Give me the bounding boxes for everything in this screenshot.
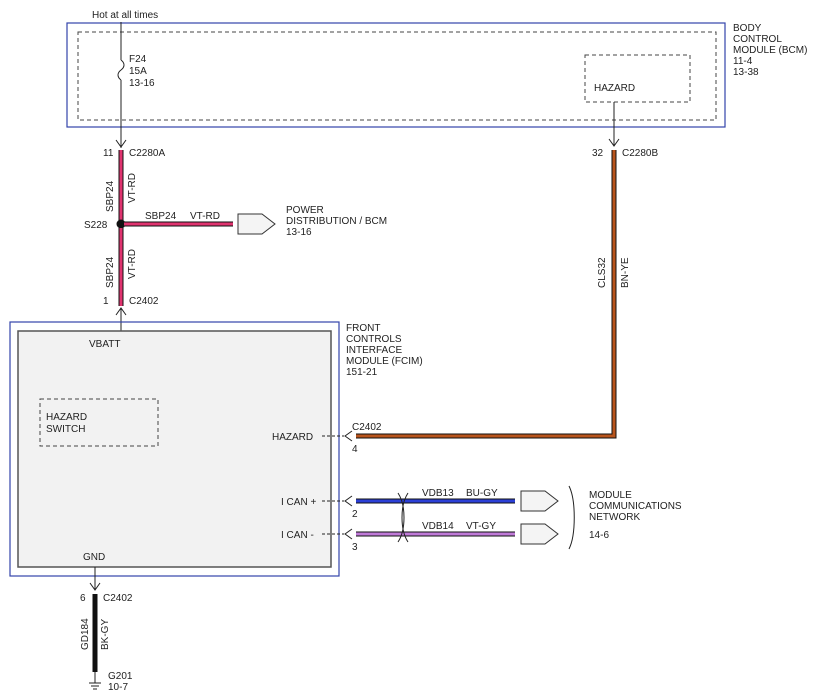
fuse-rating: 15A	[129, 66, 147, 77]
hazard-switch-line-1: HAZARD	[46, 412, 87, 423]
fcim-name-line-4: MODULE (FCIM)	[346, 356, 423, 367]
wire-sbp24-branch-circuit: SBP24	[145, 211, 177, 222]
c2402-ican-minus-pin: 3	[352, 542, 358, 553]
c2402-hazard-connector-symbol	[344, 430, 353, 442]
hazard-switch-line-2: SWITCH	[46, 424, 85, 435]
network-bracket	[568, 485, 575, 550]
bcm-hazard-label: HAZARD	[594, 83, 635, 94]
c2280b-name: C2280B	[622, 148, 658, 159]
c2402-ican-minus-connector-symbol	[344, 528, 353, 540]
power-dist-line-1: POWER	[286, 205, 324, 216]
wire-cls32-color: BN-YE	[620, 257, 631, 288]
wire-sbp24-lower-color: VT-RD	[127, 249, 138, 279]
network-line-2: COMMUNICATIONS	[589, 501, 682, 512]
wire-sbp24-lower-circuit: SBP24	[105, 256, 116, 288]
fcim-gnd-label: GND	[83, 552, 105, 563]
hazard-switch-block	[39, 398, 159, 447]
power-dist-arrow-icon	[237, 213, 276, 235]
twisted-pair-symbol-left	[397, 492, 405, 543]
wire-sbp24-upper-color: VT-RD	[127, 173, 138, 203]
wire-vdb13-color: BU-GY	[466, 488, 498, 499]
fcim-vbatt-label: VBATT	[89, 339, 120, 350]
c2402-hazard-name: C2402	[352, 422, 382, 433]
c2402-top-pin: 1	[103, 296, 109, 307]
fcim-module-border	[9, 321, 340, 577]
fcim-ref: 151-21	[346, 367, 378, 378]
c2402-gnd-pin: 6	[80, 593, 86, 604]
c2280b-pin: 32	[592, 148, 604, 159]
fcim-ican-plus-label: I CAN +	[281, 497, 316, 508]
power-dist-ref: 13-16	[286, 227, 312, 238]
bcm-module-inner	[77, 31, 717, 121]
ground-id: G201	[108, 671, 133, 682]
c2402-top-name: C2402	[129, 296, 159, 307]
wire-vdb14-circuit: VDB14	[422, 521, 454, 532]
c2402-ican-plus-pin: 2	[352, 509, 358, 520]
wire-cls32-circuit: CLS32	[597, 257, 608, 288]
ground-icon	[89, 672, 101, 690]
twisted-pair-symbol-right	[401, 492, 409, 543]
bcm-ref-2: 13-38	[733, 67, 759, 78]
wire-cls32	[356, 150, 616, 438]
fcim-hazard-pin-label: HAZARD	[272, 432, 313, 443]
wire-gd184-circuit: GD184	[80, 618, 91, 650]
bcm-ref-1: 11-4	[733, 56, 753, 67]
c2280b-connector-symbol	[608, 138, 620, 147]
wire-cls32-outline	[356, 150, 617, 439]
c2402-gnd-connector-symbol	[89, 582, 101, 591]
source-label: Hot at all times	[92, 10, 158, 21]
network-ref: 14-6	[589, 530, 609, 541]
bcm-name-line-2: CONTROL	[733, 34, 782, 45]
fcim-name-line-3: INTERFACE	[346, 345, 402, 356]
fcim-name-line-2: CONTROLS	[346, 334, 402, 345]
fcim-name-line-1: FRONT	[346, 323, 380, 334]
c2402-gnd-name: C2402	[103, 593, 133, 604]
wire-sbp24-upper-circuit: SBP24	[105, 180, 116, 212]
fuse-ref: 13-16	[129, 78, 155, 89]
c2280a-connector-symbol	[115, 139, 127, 148]
ground-ref: 10-7	[108, 682, 128, 693]
bcm-name-line-1: BODY	[733, 23, 762, 34]
fcim-ican-minus-label: I CAN -	[281, 530, 314, 541]
network-line-1: MODULE	[589, 490, 632, 501]
splice-s228-dot	[116, 219, 126, 229]
bcm-name-line-3: MODULE (BCM)	[733, 45, 807, 56]
fcim-module-body	[17, 330, 332, 568]
wire-vdb13-circuit: VDB13	[422, 488, 454, 499]
network-arrow-icon-2	[520, 523, 559, 545]
fuse-symbol	[117, 59, 125, 81]
c2402-ican-plus-connector-symbol	[344, 495, 353, 507]
fuse-id: F24	[129, 54, 147, 65]
bcm-module-border	[66, 22, 726, 128]
network-arrow-icon-1	[520, 490, 559, 512]
wire-vdb14-color: VT-GY	[466, 521, 496, 532]
c2402-hazard-pin: 4	[352, 444, 358, 455]
c2280a-pin: 11	[103, 148, 114, 159]
network-line-3: NETWORK	[589, 512, 640, 523]
splice-s228-label: S228	[84, 220, 108, 231]
power-dist-line-2: DISTRIBUTION / BCM	[286, 216, 387, 227]
wire-sbp24-branch-color: VT-RD	[190, 211, 220, 222]
c2280a-name: C2280A	[129, 148, 165, 159]
wire-gd184-color: BK-GY	[100, 619, 111, 650]
bcm-hazard-block	[584, 54, 691, 103]
